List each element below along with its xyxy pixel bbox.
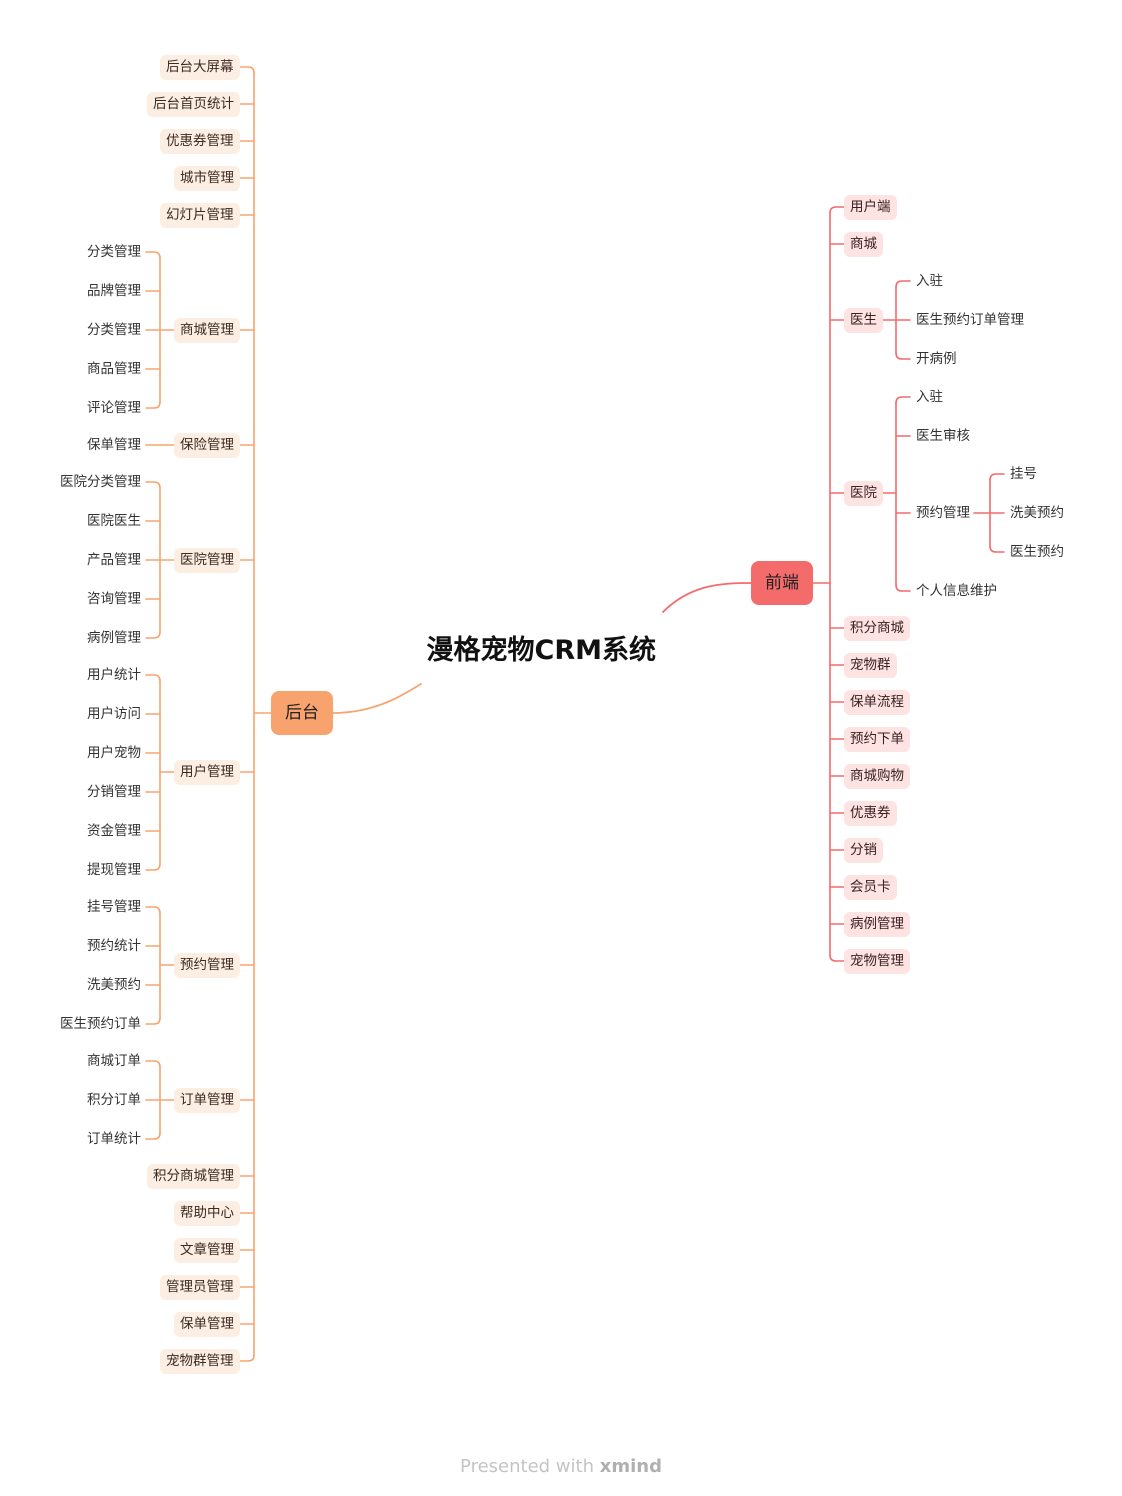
- backend-main-connector-link: [239, 1354, 255, 1362]
- root-to-frontend-curve: [662, 582, 752, 613]
- backend-leaf[interactable]: 洗美预约: [87, 977, 141, 993]
- backend-group-connector-link: [145, 1017, 161, 1025]
- frontend-leaf[interactable]: 开病例: [916, 351, 957, 367]
- backend-leaf[interactable]: 预约统计: [87, 938, 141, 954]
- doctor-group-connector-link: [895, 352, 911, 360]
- backend-subtopic[interactable]: 保险管理: [174, 432, 240, 458]
- frontend-subtopic[interactable]: 用户端: [844, 194, 897, 220]
- backend-subtopic[interactable]: 后台大屏幕: [160, 54, 240, 80]
- backend-subtopic[interactable]: 预约管理: [174, 952, 240, 978]
- frontend-leaf[interactable]: 医生预约订单管理: [916, 312, 1024, 328]
- backend-group-connector-link: [145, 906, 161, 914]
- backend-leaf[interactable]: 分销管理: [87, 784, 141, 800]
- backend-leaf[interactable]: 产品管理: [87, 552, 141, 568]
- backend-subtopic[interactable]: 后台首页统计: [147, 91, 240, 117]
- backend-leaf[interactable]: 分类管理: [87, 244, 141, 260]
- frontend-subtopic[interactable]: 分销: [844, 837, 883, 863]
- footer-presented-text: Presented with: [460, 1456, 594, 1477]
- frontend-leaf[interactable]: 入驻: [916, 273, 943, 289]
- backend-subtopic[interactable]: 文章管理: [174, 1237, 240, 1263]
- backend-leaf[interactable]: 提现管理: [87, 862, 141, 878]
- backend-subtopic[interactable]: 商城管理: [174, 317, 240, 343]
- backend-leaf[interactable]: 积分订单: [87, 1092, 141, 1108]
- backend-leaf[interactable]: 用户访问: [87, 706, 141, 722]
- backend-leaf[interactable]: 商品管理: [87, 361, 141, 377]
- frontend-subtopic[interactable]: 保单流程: [844, 689, 910, 715]
- backend-subtopic[interactable]: 订单管理: [174, 1087, 240, 1113]
- appointment-group-connector-link: [989, 473, 1005, 481]
- frontend-leaf[interactable]: 入驻: [916, 389, 943, 405]
- backend-leaf[interactable]: 病例管理: [87, 630, 141, 646]
- backend-leaf[interactable]: 评论管理: [87, 400, 141, 416]
- backend-subtopic[interactable]: 积分商城管理: [147, 1163, 240, 1189]
- frontend-subtopic[interactable]: 商城购物: [844, 763, 910, 789]
- frontend-subtopic[interactable]: 优惠券: [844, 800, 897, 826]
- hospital-group-connector-link: [895, 584, 911, 592]
- backend-subtopic[interactable]: 优惠券管理: [160, 128, 240, 154]
- backend-subtopic[interactable]: 用户管理: [174, 759, 240, 785]
- backend-leaf[interactable]: 医院分类管理: [60, 474, 141, 490]
- frontend-subtopic[interactable]: 积分商城: [844, 615, 910, 641]
- backend-leaf[interactable]: 医院医生: [87, 513, 141, 529]
- backend-group-connector-link: [145, 631, 161, 639]
- frontend-leaf[interactable]: 洗美预约: [1010, 505, 1064, 521]
- frontend-subtopic[interactable]: 宠物群: [844, 652, 897, 678]
- backend-leaf[interactable]: 资金管理: [87, 823, 141, 839]
- root-topic[interactable]: 漫格宠物CRM系统: [426, 634, 656, 666]
- frontend-leaf[interactable]: 个人信息维护: [916, 583, 997, 599]
- backend-leaf[interactable]: 保单管理: [87, 437, 141, 453]
- footer-watermark: Presented with xmind: [0, 1456, 1122, 1477]
- backend-leaf[interactable]: 医生预约订单: [60, 1016, 141, 1032]
- backend-leaf[interactable]: 品牌管理: [87, 283, 141, 299]
- backend-leaf[interactable]: 挂号管理: [87, 899, 141, 915]
- footer-brand-text: xmind: [599, 1456, 662, 1477]
- backend-subtopic[interactable]: 管理员管理: [160, 1274, 240, 1300]
- frontend-leaf[interactable]: 医生审核: [916, 428, 970, 444]
- backend-leaf[interactable]: 订单统计: [87, 1131, 141, 1147]
- backend-group-connector-link: [145, 1132, 161, 1140]
- frontend-subtopic[interactable]: 商城: [844, 231, 883, 257]
- frontend-leaf[interactable]: 医生预约: [1010, 544, 1064, 560]
- backend-group-connector-link: [145, 674, 161, 682]
- backend-subtopic[interactable]: 保单管理: [174, 1311, 240, 1337]
- frontend-subtopic[interactable]: 病例管理: [844, 911, 910, 937]
- frontend-subtopic[interactable]: 会员卡: [844, 874, 897, 900]
- frontend-main-connector-link: [829, 206, 845, 214]
- frontend-leaf[interactable]: 预约管理: [916, 505, 970, 521]
- frontend-subtopic[interactable]: 医生: [844, 307, 883, 333]
- main-topic-backend[interactable]: 后台: [271, 691, 333, 735]
- backend-subtopic[interactable]: 宠物群管理: [160, 1348, 240, 1374]
- backend-group-connector-link: [145, 863, 161, 871]
- root-to-backend-curve: [332, 683, 422, 714]
- backend-subtopic[interactable]: 幻灯片管理: [160, 202, 240, 228]
- backend-group-connector-link: [145, 251, 161, 259]
- backend-group-connector-link: [145, 481, 161, 489]
- backend-main-connector-link: [239, 66, 255, 74]
- backend-leaf[interactable]: 商城订单: [87, 1053, 141, 1069]
- backend-subtopic[interactable]: 城市管理: [174, 165, 240, 191]
- backend-leaf[interactable]: 咨询管理: [87, 591, 141, 607]
- hospital-group-connector-link: [895, 396, 911, 404]
- backend-leaf[interactable]: 用户统计: [87, 667, 141, 683]
- frontend-subtopic[interactable]: 医院: [844, 480, 883, 506]
- frontend-main-connector-link: [829, 954, 845, 962]
- backend-leaf[interactable]: 分类管理: [87, 322, 141, 338]
- backend-group-connector-link: [145, 1060, 161, 1068]
- backend-subtopic[interactable]: 帮助中心: [174, 1200, 240, 1226]
- frontend-leaf[interactable]: 挂号: [1010, 466, 1037, 482]
- backend-group-connector-link: [145, 401, 161, 409]
- frontend-subtopic[interactable]: 宠物管理: [844, 948, 910, 974]
- doctor-group-connector-link: [895, 280, 911, 288]
- appointment-group-connector-link: [989, 545, 1005, 553]
- frontend-subtopic[interactable]: 预约下单: [844, 726, 910, 752]
- main-topic-frontend[interactable]: 前端: [751, 561, 813, 605]
- backend-leaf[interactable]: 用户宠物: [87, 745, 141, 761]
- backend-subtopic[interactable]: 医院管理: [174, 547, 240, 573]
